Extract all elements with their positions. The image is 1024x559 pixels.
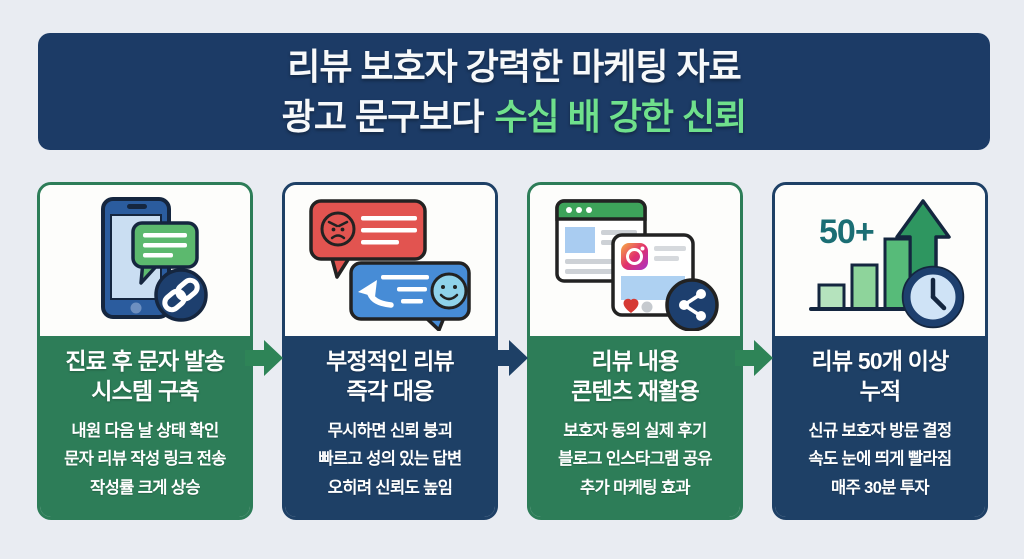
chat-bubble-icon [131, 220, 199, 285]
card2-title: 부정적인 리뷰 즉각 대응 [285, 347, 495, 407]
card1-text-area: 진료 후 문자 발송 시스템 구축 내원 다음 날 상태 확인 문자 리뷰 작성… [40, 336, 250, 517]
card3-title-line2: 콘텐츠 재활용 [571, 377, 700, 404]
card3-icon-area [530, 185, 740, 336]
card4-title-line1: 리뷰 50개 이상 [811, 348, 950, 374]
flow-arrow-2 [490, 340, 528, 376]
share-icon [665, 277, 719, 331]
card1-body-line3: 작성률 크게 상승 [89, 478, 201, 497]
card1-body-line1: 내원 다음 날 상태 확인 [71, 421, 219, 440]
card2-body-line3: 오히려 신뢰도 높임 [327, 478, 453, 497]
review-growth-chart-icon [809, 198, 965, 328]
review-content-share-icon [555, 198, 719, 331]
card2-title-line2: 즉각 대응 [346, 377, 434, 404]
link-icon [154, 267, 208, 322]
reply-bubble-icon [348, 260, 471, 331]
card1-title-line2: 시스템 구축 [91, 377, 199, 404]
card1-body: 내원 다음 날 상태 확인 문자 리뷰 작성 링크 전송 작성률 크게 상승 [40, 417, 250, 502]
card-review-accumulation: 50+ 리뷰 5 [772, 182, 988, 520]
card3-body-line2: 블로그 인스타그램 공유 [558, 450, 712, 469]
card2-body-line1: 무시하면 신뢰 붕괴 [327, 421, 453, 440]
card2-title-line1: 부정적인 리뷰 [326, 348, 455, 374]
clock-icon [901, 265, 965, 328]
card3-title-line1: 리뷰 내용 [591, 348, 679, 374]
flow-arrow-3 [735, 340, 773, 376]
header-line2-white-text: 광고 문구보다 [281, 95, 485, 137]
card4-title-line2: 누적 [859, 377, 902, 404]
phone-sms-link-icon [101, 196, 208, 322]
card2-body: 무시하면 신뢰 붕괴 빠르고 성의 있는 답변 오히려 신뢰도 높임 [285, 417, 495, 502]
card2-body-line2: 빠르고 성의 있는 답변 [318, 450, 462, 469]
card2-text-area: 부정적인 리뷰 즉각 대응 무시하면 신뢰 붕괴 빠르고 성의 있는 답변 오히… [285, 336, 495, 517]
card1-title: 진료 후 문자 발송 시스템 구축 [40, 347, 250, 407]
negative-review-reply-icon [308, 198, 471, 331]
card-content-reuse: 리뷰 내용 콘텐츠 재활용 보호자 동의 실제 후기 블로그 인스타그램 공유 … [527, 182, 743, 520]
card3-body-line3: 추가 마케팅 효과 [579, 478, 691, 497]
card1-icon-area [40, 185, 250, 336]
card4-title: 리뷰 50개 이상 누적 [775, 347, 985, 407]
card-sms-system: 진료 후 문자 발송 시스템 구축 내원 다음 날 상태 확인 문자 리뷰 작성… [37, 182, 253, 520]
card4-icon-area: 50+ [775, 185, 985, 336]
bar-chart-icon [809, 237, 937, 311]
chart-badge-label: 50+ [819, 213, 875, 251]
card4-body-line2: 속도 눈에 띄게 빨라짐 [808, 450, 952, 469]
angry-review-bubble-icon [308, 198, 427, 279]
flow-arrow-1 [245, 340, 283, 376]
card-negative-review: 부정적인 리뷰 즉각 대응 무시하면 신뢰 붕괴 빠르고 성의 있는 답변 오히… [282, 182, 498, 520]
card3-text-area: 리뷰 내용 콘텐츠 재활용 보호자 동의 실제 후기 블로그 인스타그램 공유 … [530, 336, 740, 517]
header-line2-accent-text: 수십 배 강한 신뢰 [494, 95, 747, 137]
card2-icon-area [285, 185, 495, 336]
card4-body: 신규 보호자 방문 결정 속도 눈에 띄게 빨라짐 매주 30분 투자 [775, 417, 985, 502]
card4-body-line3: 매주 30분 투자 [830, 478, 930, 497]
card3-body-line1: 보호자 동의 실제 후기 [563, 421, 707, 440]
card4-text-area: 리뷰 50개 이상 누적 신규 보호자 방문 결정 속도 눈에 띄게 빨라짐 매… [775, 336, 985, 517]
card4-body-line1: 신규 보호자 방문 결정 [808, 421, 952, 440]
card3-body: 보호자 동의 실제 후기 블로그 인스타그램 공유 추가 마케팅 효과 [530, 417, 740, 502]
card3-title: 리뷰 내용 콘텐츠 재활용 [530, 347, 740, 407]
card1-body-line2: 문자 리뷰 작성 링크 전송 [64, 450, 226, 469]
card1-title-line1: 진료 후 문자 발송 [65, 348, 225, 374]
header-title-line1: 리뷰 보호자 강력한 마케팅 자료 [287, 45, 742, 87]
